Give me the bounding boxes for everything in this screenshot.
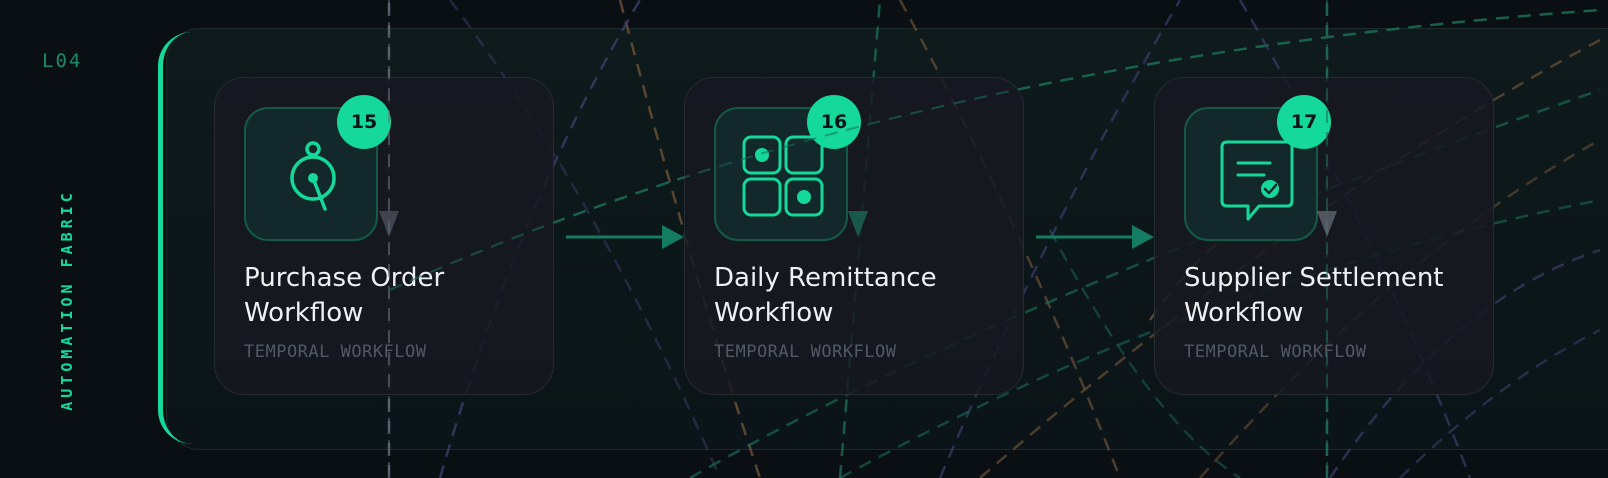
step-number-badge: 17 xyxy=(1277,95,1331,149)
workflow-card[interactable]: 17 Supplier Settlement Workflow TEMPORAL… xyxy=(1154,77,1494,395)
step-number-badge: 16 xyxy=(807,95,861,149)
workflow-type: TEMPORAL WORKFLOW xyxy=(714,342,897,362)
workflow-type: TEMPORAL WORKFLOW xyxy=(244,342,427,362)
workflow-title: Purchase Order Workflow xyxy=(244,263,445,328)
workflow-type: TEMPORAL WORKFLOW xyxy=(1184,342,1367,362)
layer-code: L04 xyxy=(42,50,83,72)
workflow-title: Daily Remittance Workflow xyxy=(714,263,937,328)
layer-accent-bar xyxy=(158,32,192,444)
stopwatch-icon xyxy=(290,141,336,211)
workflow-title: Supplier Settlement Workflow xyxy=(1184,263,1444,328)
workflow-card[interactable]: 15 Purchase Order Workflow TEMPORAL WORK… xyxy=(214,77,554,395)
step-number-badge: 15 xyxy=(337,95,391,149)
workflow-card[interactable]: 16 Daily Remittance Workflow TEMPORAL WO… xyxy=(684,77,1024,395)
